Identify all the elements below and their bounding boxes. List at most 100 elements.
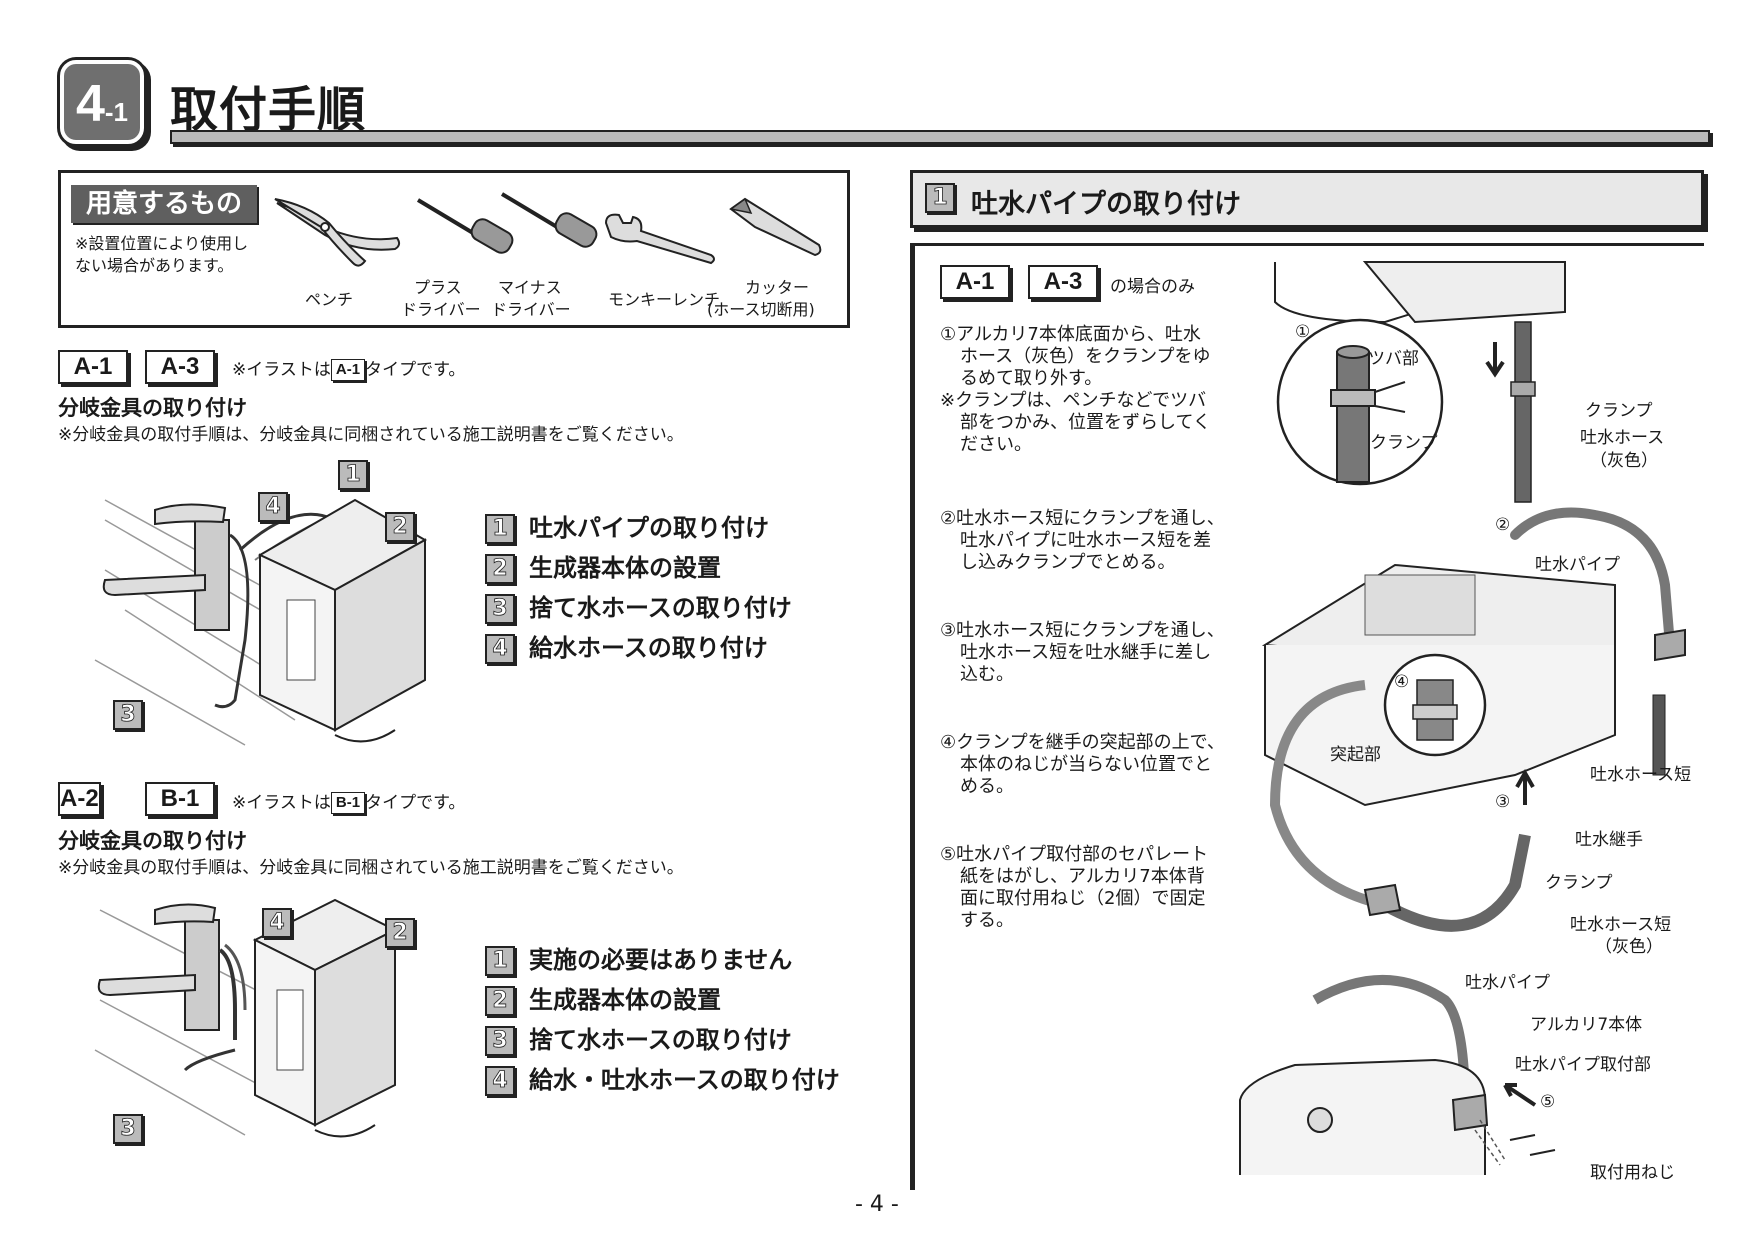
step-line: 部をつかみ、位置をずらしてく — [960, 412, 1211, 433]
section-left-rule — [910, 245, 915, 1190]
tools-box: 用意するもの ※設置位置により使用しない場合があります。 ペンチ プラス ドライ… — [58, 170, 850, 328]
note-suffix: タイプです。 — [365, 360, 466, 380]
tools-note: ※設置位置により使用しない場合があります。 — [75, 234, 249, 275]
callout-circle-4: ④ — [1394, 672, 1410, 692]
tool-label-phillips-2: ドライバー — [401, 300, 481, 319]
section-header-title: 吐水パイプの取り付け — [971, 189, 1241, 220]
type-tag-a3: A-3 — [145, 350, 215, 384]
step-text: 吐水パイプの取り付け — [529, 514, 769, 542]
type-tag-a2: A-2 — [58, 782, 101, 816]
step-text: 生成器本体の設置 — [529, 554, 721, 582]
callout-hose-gray-1: 吐水ホース — [1580, 428, 1665, 448]
step-number: 2 — [485, 986, 515, 1016]
callout-discharge-pipe-1: 吐水パイプ — [1535, 555, 1620, 575]
callout-discharge-pipe-2: 吐水パイプ — [1465, 973, 1550, 993]
callout-1-a: 1 — [338, 460, 368, 490]
callout-flange: ツバ部 — [1368, 349, 1419, 369]
note-prefix: ※イラストは — [232, 360, 331, 380]
step-line: ※クランプは、ペンチなどでツバ — [940, 390, 1207, 411]
callout-pipe-mount: 吐水パイプ取付部 — [1515, 1055, 1651, 1075]
callout-mounting-screws: 取付用ねじ — [1590, 1163, 1675, 1183]
step-list-b-item: 1 実施の必要はありません — [485, 940, 792, 976]
pliers-icon — [274, 198, 401, 267]
type-tag-b1: B-1 — [145, 782, 215, 816]
instruction-step-1: ①アルカリ7本体底面から、吐水 ホース（灰色）をクランプをゆ るめて取り外す。 … — [940, 324, 1240, 456]
branch-fitting-note-b: ※分岐金具の取付手順は、分岐金具に同梱されている施工説明書をご覧ください。 — [58, 858, 684, 878]
section-header-discharge-pipe: 1 吐水パイプの取り付け — [910, 170, 1704, 228]
callout-circle-1: ① — [1295, 322, 1311, 342]
step-line: 吐水パイプに吐水ホース短を差 — [960, 530, 1212, 551]
step-list-a-item: 4 給水ホースの取り付け — [485, 628, 768, 664]
step-number: 4 — [485, 1066, 515, 1096]
step-number: 3 — [485, 594, 515, 624]
callout-num: 4 — [258, 492, 288, 522]
installation-illustration-b — [94, 898, 398, 1138]
step-line: ③吐水ホース短にクランプを通し、 — [940, 620, 1225, 641]
installation-illustration-a — [94, 498, 428, 746]
callout-num: 3 — [113, 700, 143, 730]
section-header-number: 1 — [925, 183, 955, 213]
step-line: 紙をはがし、アルカリ7本体背 — [960, 866, 1205, 887]
callout-hose-gray-2: （灰色） — [1590, 451, 1658, 471]
page-number: - 4 - — [855, 1192, 899, 1217]
callout-4-a: 4 — [258, 492, 288, 522]
page-title: 取付手順 — [170, 82, 367, 138]
instruction-step-2: ②吐水ホース短にクランプを通し、 吐水パイプに吐水ホース短を差 し込みクランプで… — [940, 508, 1240, 574]
step-text: 実施の必要はありません — [529, 946, 793, 974]
callout-clamp-2: クランプ — [1585, 401, 1653, 421]
callout-hose-short: 吐水ホース短 — [1590, 765, 1692, 785]
callout-circle-3: ③ — [1495, 792, 1511, 812]
callout-joint: 吐水継手 — [1575, 830, 1643, 850]
step-text: 捨て水ホースの取り付け — [529, 1026, 792, 1054]
type-tag-a1: A-1 — [58, 350, 128, 384]
step-text: 給水ホースの取り付け — [529, 634, 768, 662]
step-line: るめて取り外す。 — [960, 368, 1103, 389]
tool-label-phillips-1: プラス — [414, 278, 462, 297]
note-prefix: ※イラストは — [232, 793, 331, 813]
section-subnumber: -1 — [104, 97, 129, 127]
illustration-pipe-mount — [1239, 975, 1556, 1175]
callout-hose-short-gray-2: （灰色） — [1595, 937, 1663, 957]
callout-4-b: 4 — [262, 908, 292, 938]
tool-label-pliers: ペンチ — [305, 290, 354, 309]
section-top-rule — [910, 243, 1704, 246]
branch-fitting-note-a: ※分岐金具の取付手順は、分岐金具に同梱されている施工説明書をご覧ください。 — [58, 425, 684, 445]
illustration-pipe-connection — [1261, 507, 1686, 932]
callout-num: 3 — [113, 1114, 143, 1144]
callout-main-body: アルカリ7本体 — [1530, 1015, 1643, 1035]
callout-clamp-1: クランプ — [1370, 433, 1438, 453]
branch-fitting-heading-b: 分岐金具の取り付け — [58, 829, 247, 853]
callout-2-a: 2 — [385, 512, 415, 542]
callout-protrusion: 突起部 — [1330, 745, 1381, 765]
instruction-step-3: ③吐水ホース短にクランプを通し、 吐水ホース短を吐水継手に差し 込む。 — [940, 620, 1240, 686]
tag-note-only: の場合のみ — [1110, 277, 1195, 297]
step-number: 3 — [485, 1026, 515, 1056]
type-tag-a3-right: A-3 — [1028, 265, 1098, 299]
step-number: 4 — [485, 634, 515, 664]
callout-num: 4 — [262, 908, 292, 938]
step-line: ①アルカリ7本体底面から、吐水 — [940, 324, 1201, 345]
tools-box-title: 用意するもの — [71, 185, 257, 223]
callout-num: 2 — [385, 512, 415, 542]
callout-num: 1 — [338, 460, 368, 490]
step-number: 1 — [485, 946, 515, 976]
wrench-icon — [604, 213, 715, 265]
flathead-screwdriver-icon — [500, 192, 598, 248]
step-list-b-item: 3 捨て水ホースの取り付け — [485, 1020, 792, 1056]
section-number: 4 — [75, 75, 105, 133]
step-line: ⑤吐水パイプ取付部のセパレート — [940, 844, 1209, 865]
note-suffix: タイプです。 — [365, 793, 466, 813]
callout-circle-2: ② — [1495, 515, 1511, 535]
tool-label-flathead-1: マイナス — [498, 278, 562, 297]
tool-label-cutter-1: カッター — [745, 278, 810, 297]
note-type-tag: B-1 — [330, 792, 366, 814]
step-line: し込みクランプでとめる。 — [960, 552, 1176, 573]
section-badge: 4-1 — [60, 60, 144, 144]
tool-label-wrench: モンキーレンチ — [608, 290, 721, 309]
type-tag-a1-right: A-1 — [940, 265, 1010, 299]
